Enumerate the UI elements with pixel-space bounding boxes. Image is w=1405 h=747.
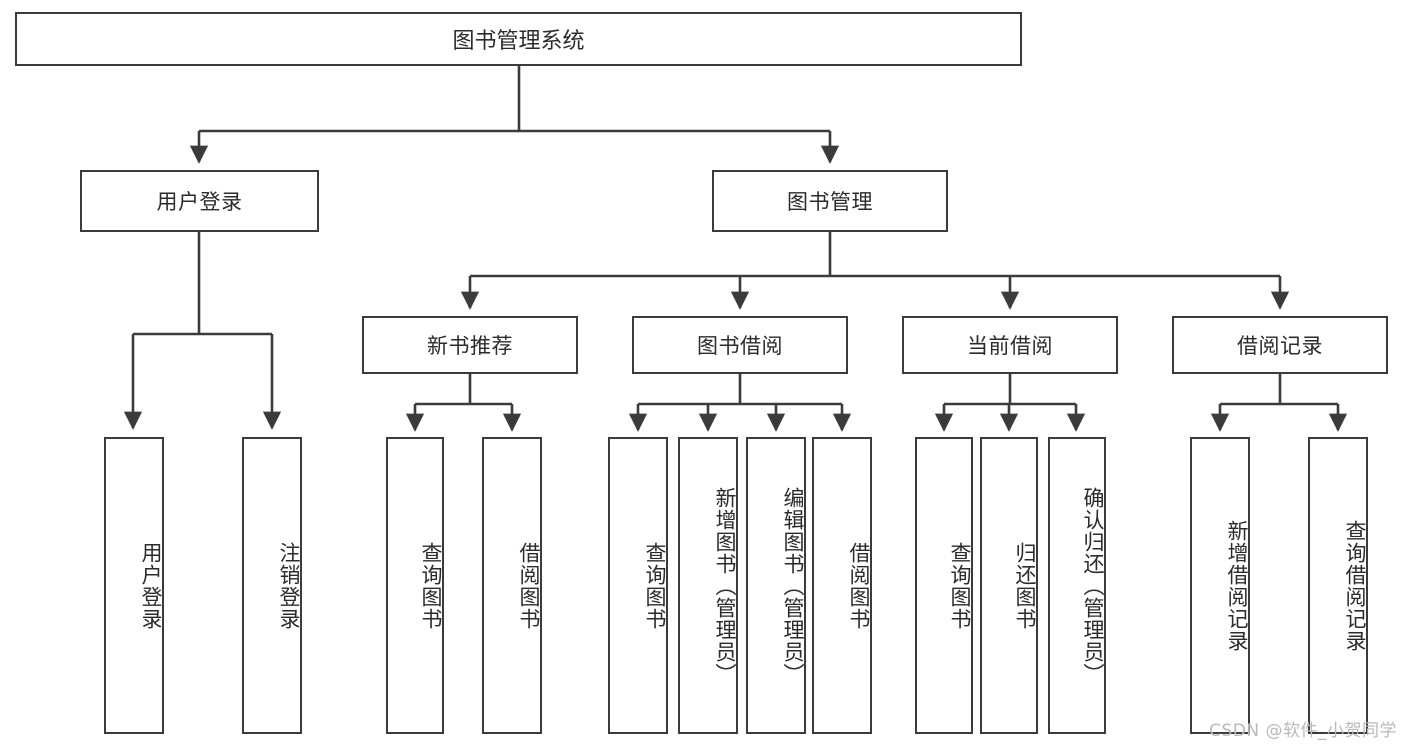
node-user-login[interactable]: 用户登录: [80, 170, 319, 232]
leaf-current-borrow-query-book[interactable]: 查询图书: [915, 437, 973, 734]
leaf-borrow-record-add-record[interactable]: 新增借阅记录: [1190, 437, 1250, 734]
node-label: 用户登录: [139, 541, 163, 630]
leaf-book-borrow-query-book[interactable]: 查询图书: [608, 437, 668, 734]
node-label: 编辑图书（管理员）: [781, 486, 805, 685]
node-label: 归还图书: [1013, 541, 1037, 630]
node-label: 查询图书: [643, 541, 667, 630]
node-label: 图书借阅: [697, 334, 783, 358]
node-current-borrow[interactable]: 当前借阅: [902, 316, 1118, 374]
node-label: 新增图书（管理员）: [713, 486, 737, 685]
node-label: 新书推荐: [427, 334, 513, 358]
leaf-user-login-login[interactable]: 用户登录: [104, 437, 164, 734]
leaf-new-book-query-book[interactable]: 查询图书: [386, 437, 444, 734]
node-book-management[interactable]: 图书管理: [712, 170, 948, 232]
leaf-user-login-logout[interactable]: 注销登录: [242, 437, 302, 734]
leaf-book-borrow-borrow-book[interactable]: 借阅图书: [812, 437, 872, 734]
leaf-current-borrow-confirm-return-admin[interactable]: 确认归还（管理员）: [1048, 437, 1106, 734]
node-label: 借阅图书: [847, 541, 871, 630]
node-label: 查询借阅记录: [1343, 519, 1367, 652]
node-label: 图书管理系统: [452, 29, 585, 54]
node-root-book-management-system[interactable]: 图书管理系统: [15, 12, 1022, 66]
watermark: CSDN @软件_小贺同学: [1209, 721, 1397, 741]
node-label: 用户登录: [156, 190, 243, 214]
leaf-borrow-record-query-record[interactable]: 查询借阅记录: [1308, 437, 1368, 734]
node-label: 借阅图书: [517, 541, 541, 630]
node-label: 当前借阅: [967, 334, 1053, 358]
node-book-borrow[interactable]: 图书借阅: [632, 316, 848, 374]
node-label: 新增借阅记录: [1225, 519, 1249, 652]
node-label: 注销登录: [277, 541, 301, 630]
node-label: 确认归还（管理员）: [1081, 486, 1105, 685]
node-label: 借阅记录: [1237, 334, 1323, 358]
leaf-current-borrow-return-book[interactable]: 归还图书: [980, 437, 1038, 734]
node-label: 查询图书: [419, 541, 443, 630]
leaf-book-borrow-add-book-admin[interactable]: 新增图书（管理员）: [678, 437, 738, 734]
leaf-book-borrow-edit-book-admin[interactable]: 编辑图书（管理员）: [746, 437, 806, 734]
leaf-new-book-borrow-book[interactable]: 借阅图书: [482, 437, 542, 734]
node-label: 查询图书: [948, 541, 972, 630]
node-label: 图书管理: [787, 190, 873, 214]
node-borrow-record[interactable]: 借阅记录: [1172, 316, 1388, 374]
node-new-book-recommend[interactable]: 新书推荐: [362, 316, 578, 374]
